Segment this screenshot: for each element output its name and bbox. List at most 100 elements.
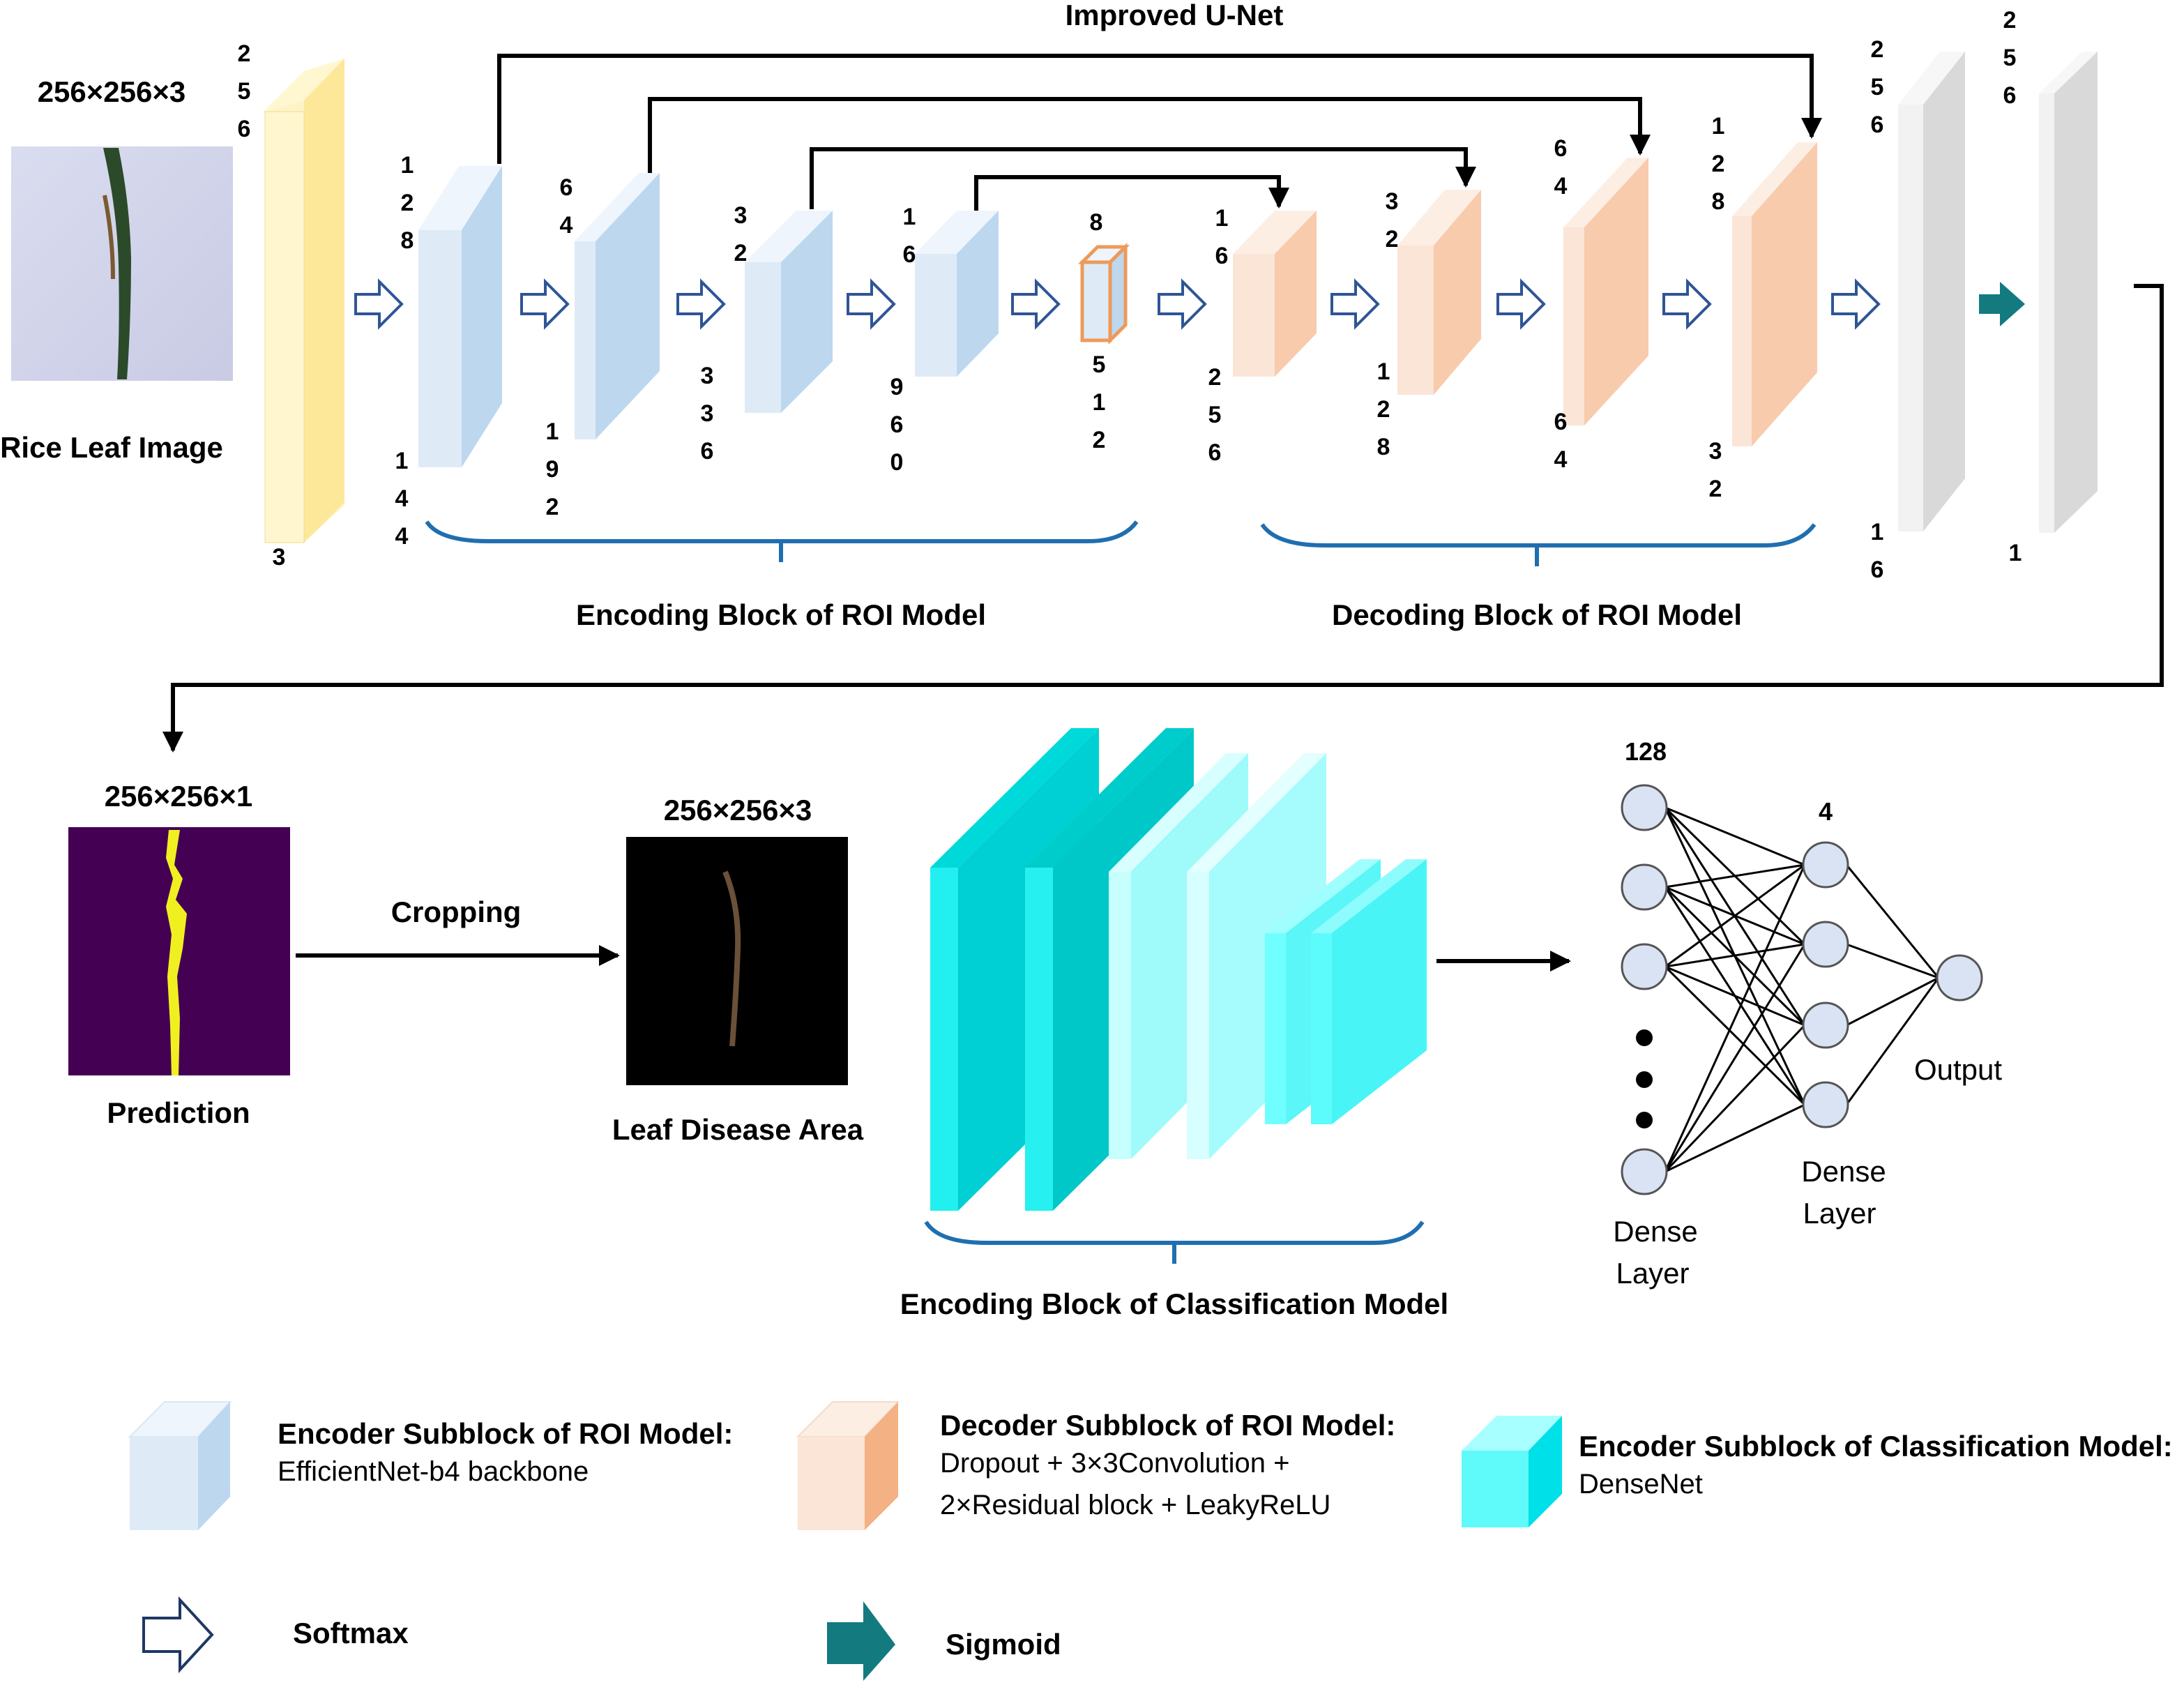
softmax-arrow-icon [1158, 278, 1207, 330]
dense-connections [1664, 806, 1940, 1173]
input-block-channels-label: 3 [273, 544, 286, 571]
svg-text:6: 6 [2003, 82, 2017, 109]
skip-connection-1 [497, 54, 1822, 164]
dense-layer2-label-1: Dense [1801, 1155, 1886, 1188]
legend-encoder-roi-icon [128, 1401, 232, 1530]
svg-text:1: 1 [395, 448, 409, 474]
svg-text:4: 4 [395, 485, 409, 512]
cropping-label: Cropping [391, 896, 522, 928]
svg-text:9: 9 [546, 456, 559, 483]
prediction-caption: Prediction [107, 1096, 250, 1129]
softmax-arrow-icon [847, 278, 896, 330]
svg-text:2: 2 [1709, 476, 1722, 502]
svg-text:6: 6 [1871, 557, 1884, 583]
svg-text:2: 2 [1377, 396, 1390, 423]
svg-text:2: 2 [1712, 151, 1725, 177]
dense-layer1-count: 128 [1625, 737, 1667, 766]
output-node [1936, 954, 1983, 1002]
svg-text:6: 6 [560, 174, 573, 201]
ellipsis-dot [1636, 1112, 1653, 1128]
svg-text:3: 3 [701, 400, 714, 427]
dec2-height-label: 32 [1386, 188, 1399, 252]
encoder-block-3 [745, 211, 833, 413]
svg-text:3: 3 [701, 363, 714, 389]
legend-encoder-cls: Encoder Subblock of Classification Model… [1579, 1430, 2173, 1505]
legend-encoder-roi: Encoder Subblock of ROI Model: Efficient… [278, 1417, 733, 1493]
classification-brace [924, 1221, 1425, 1264]
svg-text:1: 1 [401, 152, 414, 179]
softmax-arrow-icon [676, 278, 726, 330]
skip-connection-4 [974, 175, 1289, 211]
svg-text:2: 2 [1208, 364, 1222, 391]
enc5-width-label: 512 [1093, 352, 1106, 453]
encoder-block-2 [575, 173, 660, 439]
dense-layer2-label-2: Layer [1803, 1197, 1876, 1230]
svg-text:4: 4 [1554, 173, 1568, 199]
classification-blocks [930, 728, 1427, 1211]
dense-layer1-node [1621, 784, 1668, 831]
svg-text:6: 6 [701, 438, 714, 464]
softmax-arrow-icon [1831, 278, 1881, 330]
out1-width-label: 16 [1871, 519, 1884, 583]
dense-layer1-node [1621, 943, 1668, 990]
legend-decoder-roi-desc-2: 2×Residual block + LeakyReLU [940, 1490, 1331, 1520]
skip-connections [497, 54, 1822, 211]
dense-layer2-count: 4 [1819, 797, 1833, 826]
out1-height-label: 2 5 6 [1871, 36, 1884, 138]
softmax-arrow-icon [1496, 278, 1546, 330]
input-caption: Rice Leaf Image [0, 431, 223, 464]
svg-text:1: 1 [1712, 113, 1725, 139]
svg-text:3: 3 [734, 202, 748, 229]
leaf-area-caption: Leaf Disease Area [612, 1113, 864, 1146]
dense-layer1-node [1621, 863, 1668, 911]
input-dim-label: 256×256×3 [38, 75, 186, 108]
dec4-height-label: 128 [1712, 113, 1725, 215]
dec1-height-label: 16 [1215, 205, 1229, 269]
dense-network [1621, 784, 1983, 1195]
svg-text:4: 4 [1554, 446, 1568, 473]
enc4-height-label: 16 [903, 204, 916, 268]
legend-decoder-roi-icon [796, 1401, 900, 1530]
output-block-2 [2039, 52, 2098, 533]
legend-encoder-roi-desc: EfficientNet-b4 backbone [278, 1456, 589, 1487]
svg-text:2: 2 [1093, 427, 1106, 453]
svg-text:2: 2 [401, 190, 414, 216]
enc2-width-label: 192 [546, 418, 559, 520]
svg-text:3: 3 [1709, 438, 1722, 464]
dec1-width-label: 256 [1208, 364, 1222, 466]
classification-block-label: Encoding Block of Classification Model [900, 1287, 1448, 1320]
svg-text:2: 2 [238, 40, 251, 67]
svg-text:8: 8 [401, 227, 414, 254]
output-label: Output [1914, 1053, 2002, 1086]
prediction-dim-label: 256×256×1 [105, 780, 253, 813]
svg-text:6: 6 [903, 241, 916, 268]
decoder-block-9 [1732, 142, 1817, 446]
rice-leaf-image [11, 146, 233, 381]
legend-decoder-roi-desc-1: Dropout + 3×3Convolution + [940, 1448, 1290, 1479]
enc3-height-label: 32 [734, 202, 748, 266]
enc5-height-label: 8 [1090, 209, 1103, 236]
dense-layer2-node [1802, 1081, 1849, 1128]
legend-sigmoid-icon [827, 1601, 895, 1681]
svg-text:8: 8 [1377, 434, 1390, 460]
svg-text:5: 5 [1871, 74, 1884, 100]
out2-width-label: 1 [2009, 540, 2022, 566]
svg-text:6: 6 [1871, 112, 1884, 138]
dimension-labels: 1281446419232336169608512162563212864641… [395, 7, 2022, 583]
input-block [262, 59, 344, 543]
svg-text:8: 8 [1090, 209, 1103, 236]
decoder-block-8 [1563, 158, 1648, 425]
dec3-height-label: 64 [1554, 135, 1568, 199]
svg-text:1: 1 [1377, 358, 1390, 385]
output-block-1 [1898, 52, 1965, 531]
legend-softmax-icon [142, 1596, 214, 1674]
svg-text:2: 2 [1871, 36, 1884, 63]
svg-text:6: 6 [890, 411, 904, 438]
svg-text:3: 3 [1386, 188, 1399, 215]
encoding-block-label: Encoding Block of ROI Model [576, 598, 986, 631]
legend-sigmoid-label: Sigmoid [946, 1628, 1061, 1661]
dec3-width-label: 64 [1554, 409, 1568, 473]
unet-blocks [418, 52, 2098, 533]
enc1-height-label: 1 2 8 [401, 152, 414, 254]
